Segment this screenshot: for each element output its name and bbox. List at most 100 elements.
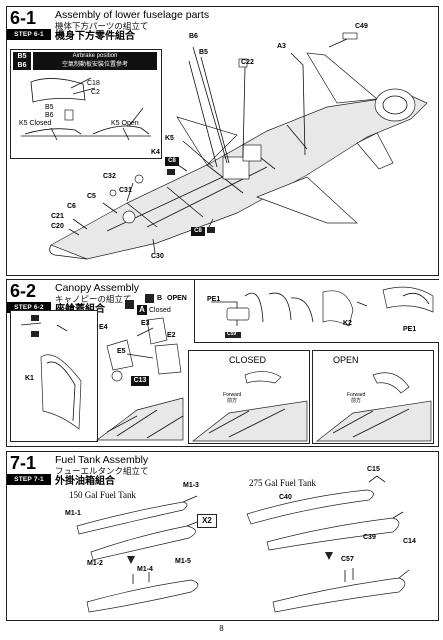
option-badges-drawing [125, 294, 154, 309]
callout-e5: E5 [117, 348, 126, 355]
title-zh: 外掛油箱組合 [55, 476, 115, 487]
airbrake-title-en: Airbrake position [72, 53, 118, 59]
forward-zh-closed: 前方 [227, 398, 238, 404]
callout-e4: E4 [99, 324, 108, 331]
title-en: Canopy Assembly [55, 282, 140, 294]
tank-275-label: 275 Gal Fuel Tank [249, 478, 316, 488]
callout-k4: K4 [151, 149, 160, 156]
callout-c15: C15 [367, 466, 380, 473]
callout-c21: C21 [51, 213, 64, 220]
callout-k1: K1 [25, 375, 34, 382]
callout-c2: C2 [91, 89, 100, 96]
callout-c22: C22 [241, 59, 254, 66]
callout-c8-top: C8 [165, 157, 179, 166]
step-number: 7-1 [10, 453, 37, 473]
forward-zh-open: 前方 [351, 398, 362, 404]
step-7-1-section: 7-1 STEP 7-1 Fuel Tank Assembly フューエルタンク… [6, 451, 439, 621]
callout-c5: C5 [87, 193, 96, 200]
step-number: 6-2 [10, 281, 37, 301]
callout-c32: C32 [103, 173, 116, 180]
callout-c57: C57 [341, 556, 354, 563]
callout-pe1-left: PE1 [207, 296, 221, 303]
title-jp: フューエルタンク組立て [55, 466, 149, 476]
step-6-1-header: 6-1 STEP 6-1 Assembly of lower fuselage … [7, 7, 438, 43]
step-7-1-header: 7-1 STEP 7-1 Fuel Tank Assembly フューエルタンク… [7, 452, 438, 488]
open-view-box: OPEN Forward 前方 [312, 350, 434, 444]
fuel-tanks-drawing [76, 475, 410, 613]
title-en: Assembly of lower fuselage parts [55, 9, 210, 21]
callout-e3: E3 [141, 320, 150, 327]
step-tag: STEP 7-1 [7, 474, 51, 485]
step-6-2-section: 6-2 STEP 6-2 Canopy Assembly キャノピーの組立て 座… [6, 279, 439, 447]
callout-m1-5: M1-5 [175, 558, 191, 565]
open-canopy-drawing [315, 372, 432, 442]
airbrake-title-badge: Airbrake position 空氣制動板安裝位置參考 [33, 52, 157, 70]
step-number: 6-1 [10, 8, 37, 28]
callout-m1-1: M1-1 [65, 510, 81, 517]
callout-m1-4: M1-4 [137, 566, 153, 573]
step-tag: STEP 6-1 [7, 29, 51, 40]
k5-open-label: K5 Open [111, 120, 139, 127]
callout-b5-small: B5 [45, 104, 54, 111]
step-titles: Fuel Tank Assembly フューエルタンク組立て 外掛油箱組合 [55, 454, 149, 488]
k5-closed-label: K5 Closed [19, 120, 52, 127]
closed-label: Closed [149, 307, 171, 314]
callout-c6: C6 [67, 203, 76, 210]
callout-c18: C18 [87, 80, 100, 87]
quantity-x2-badge: X2 [197, 514, 217, 528]
cockpit-drawing [95, 397, 184, 441]
open-label-top: OPEN [167, 295, 187, 302]
airbrake-diagram [21, 77, 151, 141]
title-jp: 機体下方パーツの組立て [55, 21, 149, 31]
part-label-b5: B5 [17, 53, 27, 60]
title-jp: キャノピーの組立て [55, 294, 132, 304]
option-b-letter: B [157, 295, 163, 302]
callout-c40: C40 [279, 494, 292, 501]
title-zh: 座艙蓋組合 [55, 304, 139, 316]
callout-c49: C49 [355, 23, 368, 30]
option-a-badge: A [137, 305, 147, 315]
airbrake-position-box: B5 B6 Airbrake position 空氣制動板安裝位置參考 C18 … [10, 49, 162, 159]
callout-k2: K2 [343, 320, 352, 327]
quantity-x2-text: X2 [202, 516, 212, 525]
closed-box-label: CLOSED [229, 355, 267, 365]
part-label-b6: B6 [17, 62, 27, 69]
callout-a3: A3 [277, 43, 286, 50]
callout-m1-3: M1-3 [183, 482, 199, 489]
closed-view-box: CLOSED Forward 前方 [188, 350, 310, 444]
callout-k5: K5 [165, 135, 174, 142]
step-6-2-header: 6-2 STEP 6-2 Canopy Assembly キャノピーの組立て 座… [7, 280, 438, 316]
forward-label-closed: Forward [223, 392, 242, 398]
callout-c13: C13 [131, 376, 149, 386]
tank-150-label: 150 Gal Fuel Tank [69, 490, 136, 500]
callout-c8-bottom: C8 [191, 227, 205, 236]
forward-label-open: Forward [347, 392, 366, 398]
callout-c31: C31 [119, 187, 132, 194]
page-number: 8 [219, 624, 224, 633]
callout-b6-small: B6 [45, 112, 54, 119]
step-tag: STEP 6-2 [7, 302, 51, 313]
airbrake-parts-badge: B5 B6 [13, 52, 31, 70]
title-zh: 機身下方零件組合 [55, 31, 135, 42]
callout-c59: C59 [227, 331, 237, 337]
title-en: Fuel Tank Assembly [55, 454, 149, 466]
closed-canopy-drawing [191, 371, 308, 442]
step-titles: Canopy Assembly キャノピーの組立て 座艙蓋組合 [55, 282, 139, 316]
callout-c20: C20 [51, 223, 64, 230]
seat-parts-drawing [106, 317, 182, 382]
airbrake-title-zh: 空氣制動板安裝位置參考 [61, 62, 128, 68]
callout-b6: B6 [189, 33, 198, 40]
step-titles: Assembly of lower fuselage parts 機体下方パーツ… [55, 9, 209, 43]
canopy-frame-drawing [20, 315, 82, 430]
canopy-inset-box: K1 [10, 310, 98, 442]
step-6-1-section: 6-1 STEP 6-1 Assembly of lower fuselage … [6, 6, 439, 276]
callout-m1-2: M1-2 [87, 560, 103, 567]
canopy-parts-drawing [211, 286, 434, 338]
callout-c30: C30 [151, 253, 164, 260]
callout-c14: C14 [403, 538, 416, 545]
callout-pe1-right: PE1 [403, 326, 417, 333]
open-box-label: OPEN [333, 355, 359, 365]
callout-c39: C39 [363, 534, 376, 541]
callout-b5: B5 [199, 49, 208, 56]
